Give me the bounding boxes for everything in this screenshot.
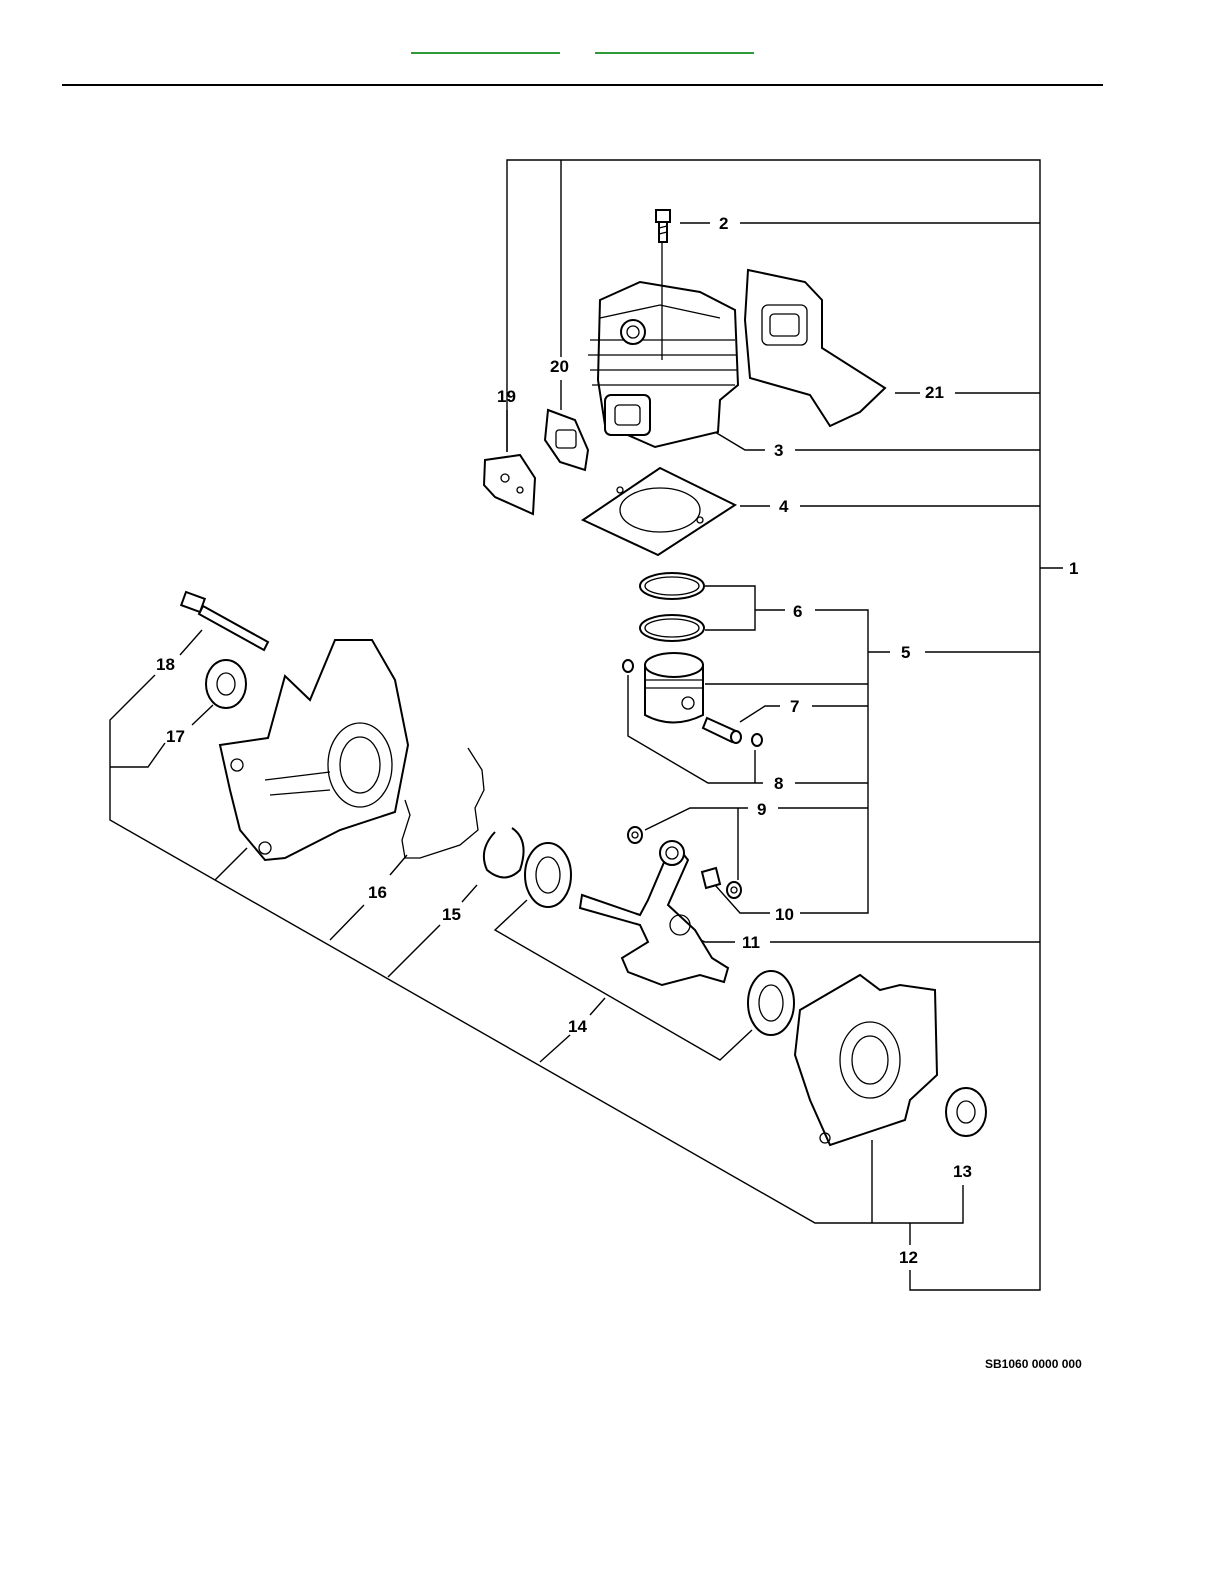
part-crankshaft-11	[580, 841, 728, 985]
part-piston-rings-6	[640, 573, 704, 641]
callout-5: 5	[901, 643, 910, 662]
callout-14: 14	[568, 1017, 587, 1036]
part-gasket-20	[545, 410, 588, 470]
part-piston-pin-7	[703, 718, 741, 743]
part-piston-5	[645, 653, 703, 723]
callout-8: 8	[774, 774, 783, 793]
callout-18: 18	[156, 655, 175, 674]
callout-2: 2	[719, 214, 728, 233]
part-needle-bearing-10	[702, 868, 720, 888]
callout-13: 13	[953, 1162, 972, 1181]
callout-12: 12	[899, 1248, 918, 1267]
part-bolt-2	[656, 210, 670, 242]
callout-20: 20	[550, 357, 569, 376]
callout-16: 16	[368, 883, 387, 902]
part-bolt-18	[181, 592, 268, 650]
callout-19: 19	[497, 387, 516, 406]
callout-9: 9	[757, 800, 766, 819]
callout-21: 21	[925, 383, 944, 402]
callout-15: 15	[442, 905, 461, 924]
part-heat-shield-21	[745, 270, 885, 426]
callout-3: 3	[774, 441, 783, 460]
part-oil-seal-17	[206, 660, 246, 708]
callout-1: 1	[1069, 559, 1078, 578]
callout-4: 4	[779, 497, 789, 516]
callout-6: 6	[793, 602, 802, 621]
part-gasket-19	[484, 455, 535, 514]
part-circlip-15	[484, 828, 524, 878]
callout-7: 7	[790, 697, 799, 716]
part-oil-seal-13	[946, 1088, 986, 1136]
callout-17: 17	[166, 727, 185, 746]
diagram-reference-code: SB1060 0000 000	[985, 1357, 1082, 1371]
callout-10: 10	[775, 905, 794, 924]
part-crankcase-left-12	[220, 640, 408, 860]
part-crankcase-gasket-16	[402, 748, 484, 858]
part-cylinder-3	[588, 242, 738, 447]
part-base-gasket-4	[583, 468, 735, 555]
callout-11: 11	[742, 933, 760, 952]
leader-lines	[110, 160, 1063, 1290]
part-crankcase-right-12	[795, 975, 937, 1145]
